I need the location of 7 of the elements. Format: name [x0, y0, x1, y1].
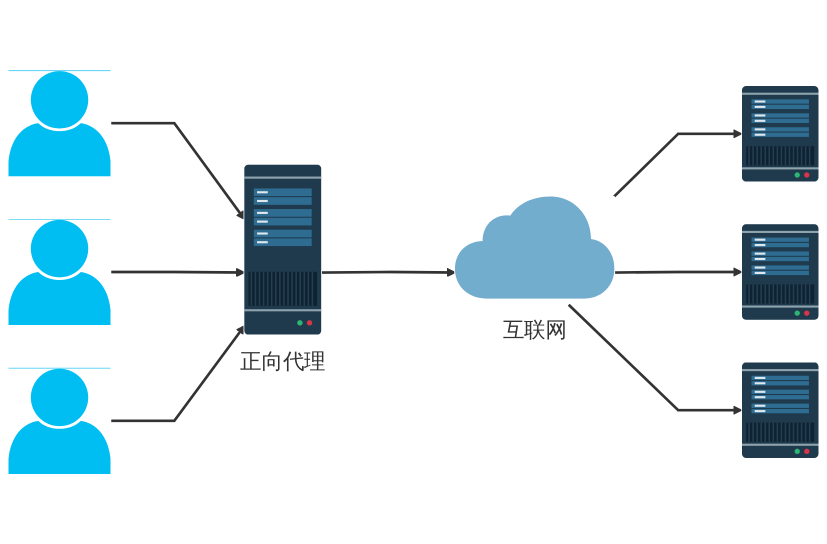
arrow	[568, 304, 742, 415]
arrow	[614, 267, 742, 277]
arrow	[322, 268, 456, 278]
arrow	[110, 122, 246, 220]
arrow	[110, 268, 246, 278]
arrow	[612, 129, 742, 198]
arrow	[110, 325, 246, 422]
